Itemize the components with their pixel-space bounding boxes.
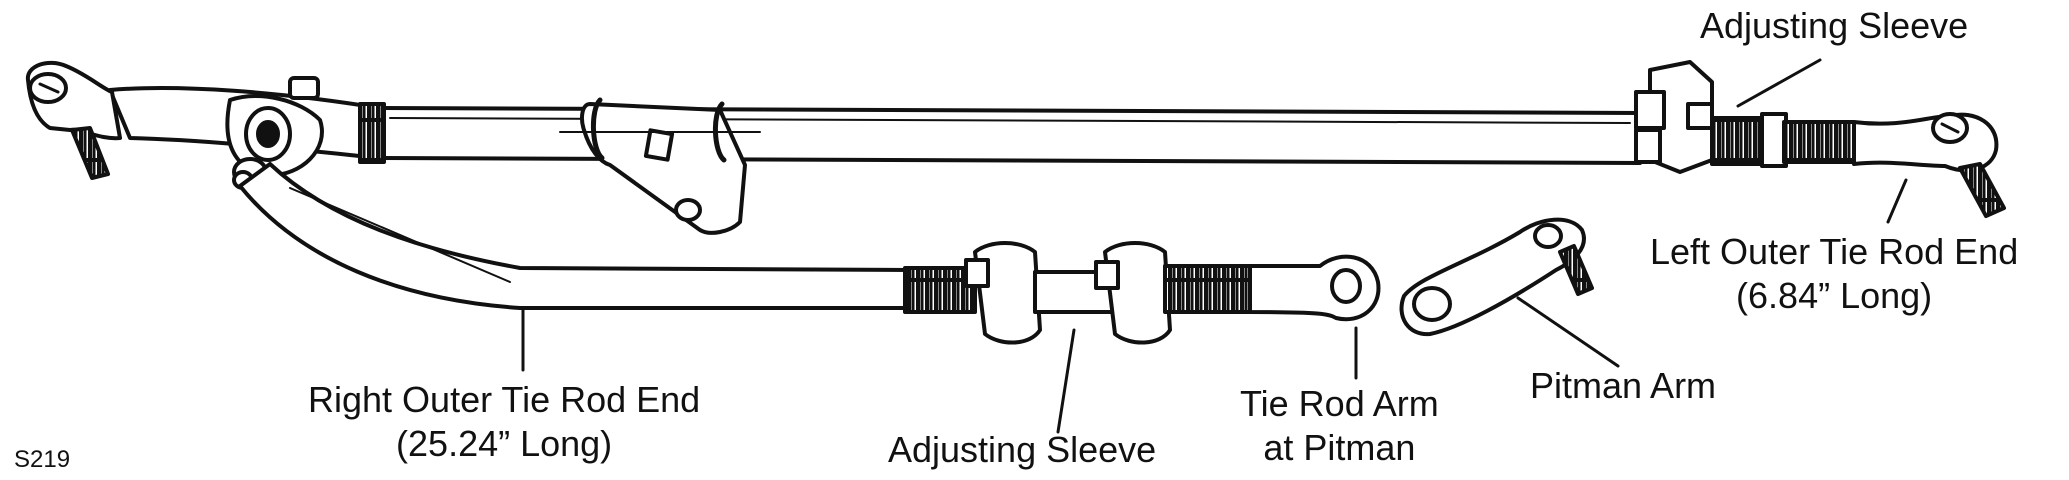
label-left-outer-tie-rod-end: Left Outer Tie Rod End (6.84” Long) — [1650, 230, 2018, 318]
label-left-outer-line1: Left Outer Tie Rod End — [1650, 231, 2019, 272]
rod-mounting-bracket — [559, 97, 761, 235]
leader-lines — [521, 58, 1908, 434]
figure-code: S219 — [14, 446, 71, 473]
left-outer-tie-rod-end — [1782, 112, 2006, 218]
label-right-outer-line2: (25.24” Long) — [396, 423, 613, 464]
left-end-ball-joint — [25, 60, 122, 180]
leader-bottom-sleeve — [1056, 328, 1076, 434]
top-adjusting-sleeve — [1634, 60, 1788, 174]
label-tie-rod-arm-at-pitman: Tie Rod Arm at Pitman — [1240, 382, 1439, 470]
bottom-adjusting-sleeve — [903, 241, 1255, 345]
leader-left-outer — [1886, 178, 1908, 224]
label-adjusting-sleeve-bottom: Adjusting Sleeve — [888, 429, 1157, 470]
tie-rod-arm-eye — [1248, 254, 1381, 322]
label-left-outer-line2: (6.84” Long) — [1736, 275, 1933, 316]
label-pitman-arm: Pitman Arm — [1530, 365, 1717, 406]
main-tie-rod — [368, 106, 1642, 165]
pitman-arm-part — [1399, 217, 1594, 337]
leader-pitman — [1516, 296, 1620, 368]
label-right-outer-tie-rod-end: Right Outer Tie Rod End (25.24” Long) — [308, 378, 700, 466]
label-tie-rod-arm-line2: at Pitman — [1263, 427, 1416, 468]
right-outer-tie-rod — [238, 162, 912, 310]
right-inner-pivot — [108, 76, 386, 190]
label-tie-rod-arm-line1: Tie Rod Arm — [1240, 383, 1439, 424]
label-adjusting-sleeve-top: Adjusting Sleeve — [1700, 5, 1969, 46]
leader-top-sleeve — [1736, 58, 1822, 108]
label-right-outer-line1: Right Outer Tie Rod End — [308, 379, 701, 420]
